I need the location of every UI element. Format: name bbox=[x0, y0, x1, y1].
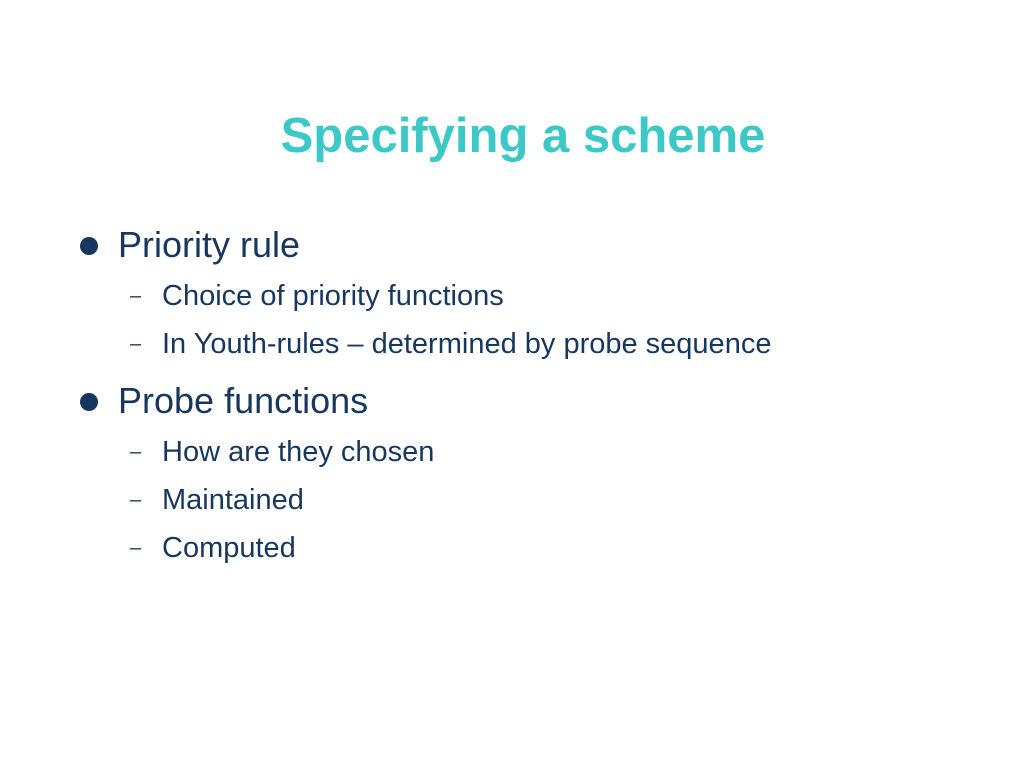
subitem-text: determined by probe sequence bbox=[363, 328, 772, 360]
subitem-text: Computed bbox=[162, 532, 296, 564]
dash-icon: – bbox=[130, 441, 142, 463]
subitem-list: – How are they chosen – Maintained – Com… bbox=[118, 428, 771, 572]
bullet-dot-icon bbox=[80, 237, 98, 255]
dash-icon: – bbox=[130, 333, 142, 355]
subitem: – Choice of priority functions bbox=[118, 272, 771, 320]
dash-icon: – bbox=[130, 285, 142, 307]
subitem-text: Choice of priority functions bbox=[162, 280, 504, 312]
subitem-text: Maintained bbox=[162, 484, 304, 516]
dash-icon: – bbox=[130, 489, 142, 511]
subitem: – How are they chosen bbox=[118, 428, 771, 476]
subitem: – Computed bbox=[118, 524, 771, 572]
subitem: – Maintained bbox=[118, 476, 771, 524]
dash-icon: – bbox=[130, 537, 142, 559]
subitem: – In Youth-rules – determined by probe s… bbox=[118, 320, 771, 368]
bullet-label: Priority rule bbox=[118, 224, 301, 265]
bullet-item: Priority rule – Choice of priority funct… bbox=[80, 222, 771, 368]
bullet-item: Probe functions – How are they chosen – … bbox=[80, 378, 771, 572]
bullet-label: Probe functions bbox=[118, 380, 369, 421]
bullet-list: Priority rule – Choice of priority funct… bbox=[80, 222, 771, 572]
bullet-dot-icon bbox=[80, 393, 98, 411]
subitem-text: In Youth-rules bbox=[162, 328, 348, 360]
subitem-inline-dash: – bbox=[347, 328, 364, 360]
subitem-text: How are they chosen bbox=[162, 436, 435, 468]
subitem-list: – Choice of priority functions – In Yout… bbox=[118, 272, 771, 368]
slide-title: Specifying a scheme bbox=[280, 109, 766, 163]
